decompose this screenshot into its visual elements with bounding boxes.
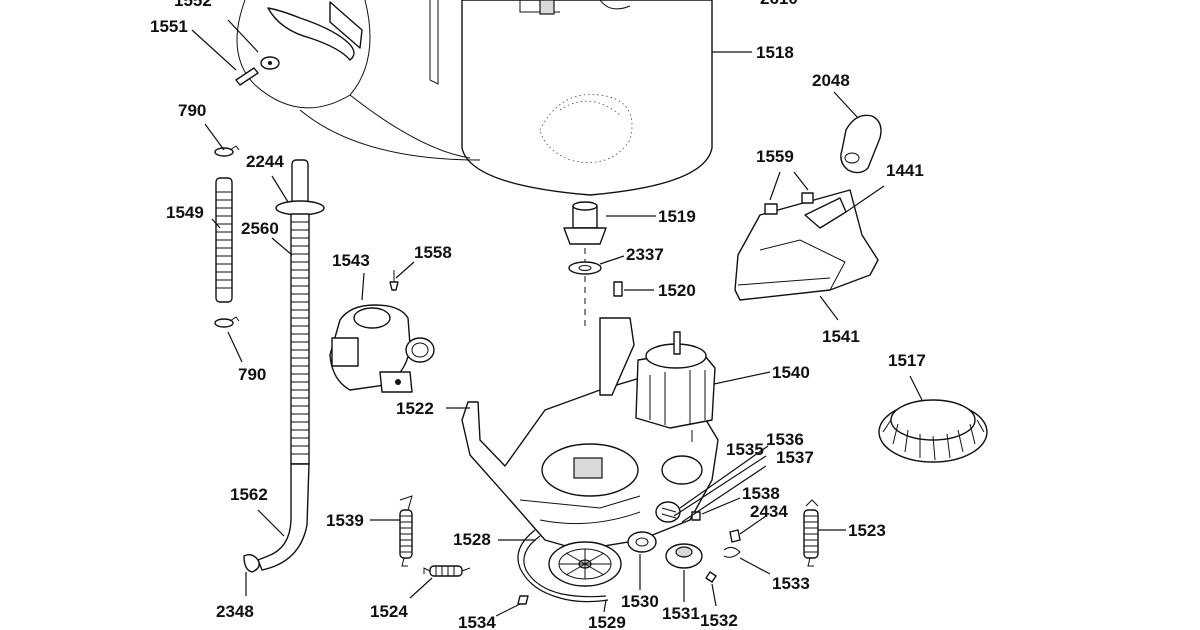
part-label-1518: 1518 xyxy=(756,43,794,62)
part-label-1519: 1519 xyxy=(658,207,696,226)
part-label-790-lower: 790 xyxy=(238,365,266,384)
hose-clamp-upper xyxy=(214,145,240,157)
drain-hose-drawing xyxy=(243,159,325,573)
pulley-drawing xyxy=(517,529,622,603)
part-label-2048: 2048 xyxy=(812,71,850,90)
part-label-1559: 1559 xyxy=(756,147,794,166)
spring-small-drawing xyxy=(423,565,471,577)
part-label-1441: 1441 xyxy=(886,161,924,180)
outer-tub-drawing xyxy=(461,0,713,196)
part-label-2610: 2610 xyxy=(760,0,798,8)
part-label-1562: 1562 xyxy=(230,485,268,504)
part-label-1520: 1520 xyxy=(658,281,696,300)
part-label-1538: 1538 xyxy=(742,484,780,503)
tub-seal-parts-drawing xyxy=(563,201,623,330)
part-label-1524: 1524 xyxy=(370,602,408,621)
part-label-1535: 1535 xyxy=(726,440,764,459)
part-label-1539: 1539 xyxy=(326,511,364,530)
part-label-1536: 1536 xyxy=(766,430,804,449)
part-labels: 1552 1551 2610 1518 790 2048 2244 1559 1… xyxy=(150,0,926,630)
magnified-inset-drawing xyxy=(235,0,481,161)
part-label-1530: 1530 xyxy=(621,592,659,611)
part-label-790-upper: 790 xyxy=(178,101,206,120)
part-label-1551: 1551 xyxy=(150,17,188,36)
base-assembly-drawing xyxy=(461,317,719,551)
part-label-1543: 1543 xyxy=(332,251,370,270)
part-label-2348: 2348 xyxy=(216,602,254,621)
snubber-ring-drawing xyxy=(878,399,988,463)
part-label-1517: 1517 xyxy=(888,351,926,370)
part-label-2560: 2560 xyxy=(241,219,279,238)
part-label-1532: 1532 xyxy=(700,611,738,630)
leader-lines xyxy=(191,19,923,617)
part-label-2337: 2337 xyxy=(626,245,664,264)
part-label-1541: 1541 xyxy=(822,327,860,346)
mixing-tub-cover-drawing xyxy=(734,114,882,301)
part-label-1533: 1533 xyxy=(772,574,810,593)
part-label-2434: 2434 xyxy=(750,502,788,521)
part-label-1552: 1552 xyxy=(174,0,212,10)
spring-left-drawing xyxy=(399,495,413,567)
part-label-1534: 1534 xyxy=(458,613,496,630)
part-label-2244: 2244 xyxy=(246,152,284,171)
water-valve-drawing xyxy=(329,270,435,393)
hose-clamp-lower xyxy=(214,316,240,328)
part-label-1528: 1528 xyxy=(453,530,491,549)
part-label-1523: 1523 xyxy=(848,521,886,540)
part-label-1522: 1522 xyxy=(396,399,434,418)
fill-hose-drawing xyxy=(215,177,233,303)
part-label-1540: 1540 xyxy=(772,363,810,382)
idler-parts-drawing xyxy=(517,501,741,605)
part-label-1531: 1531 xyxy=(662,604,700,623)
spring-right-drawing xyxy=(803,499,819,567)
part-label-1549: 1549 xyxy=(166,203,204,222)
part-label-1529: 1529 xyxy=(588,613,626,630)
part-label-1558: 1558 xyxy=(414,243,452,262)
part-label-1537: 1537 xyxy=(776,448,814,467)
